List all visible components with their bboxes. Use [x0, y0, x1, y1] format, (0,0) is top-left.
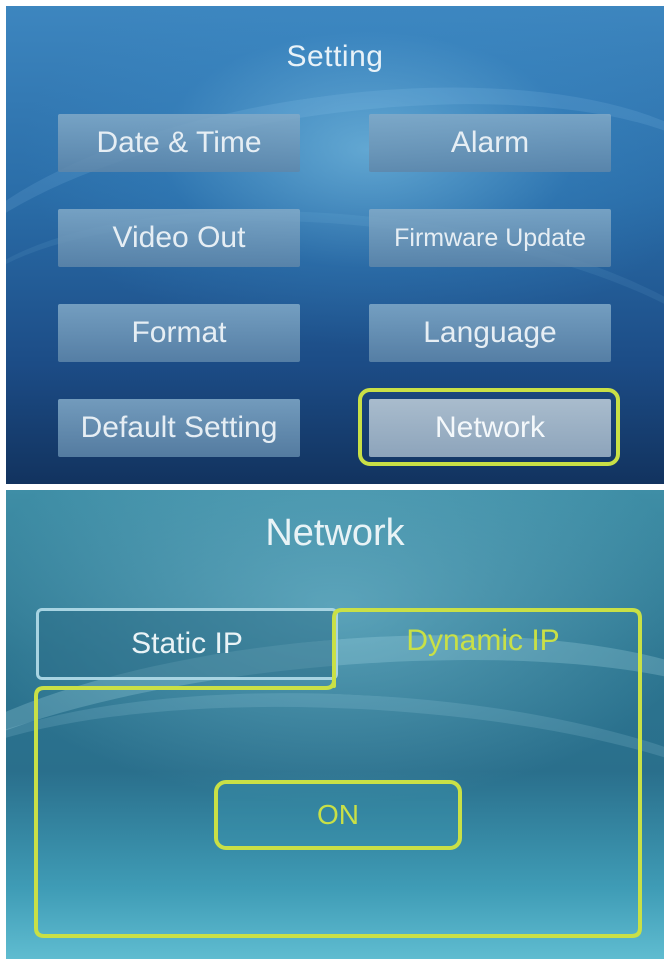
network-screen: Network Static IP Dynamic IP ON [6, 490, 664, 959]
video-out-button[interactable]: Video Out [58, 209, 300, 267]
format-button[interactable]: Format [58, 304, 300, 362]
default-setting-button[interactable]: Default Setting [58, 399, 300, 457]
tab-dynamic-ip[interactable]: Dynamic IP [406, 624, 560, 657]
setting-screen: Setting Date & Time Alarm Video Out Firm… [6, 6, 664, 484]
network-button[interactable]: Network [369, 399, 611, 457]
alarm-button[interactable]: Alarm [369, 114, 611, 172]
language-button[interactable]: Language [369, 304, 611, 362]
date-time-button[interactable]: Date & Time [58, 114, 300, 172]
tab-static-ip[interactable]: Static IP [36, 608, 338, 680]
setting-title: Setting [286, 40, 384, 73]
network-title: Network [265, 512, 405, 554]
firmware-update-button[interactable]: Firmware Update [369, 209, 611, 267]
on-toggle-button[interactable]: ON [214, 780, 462, 850]
